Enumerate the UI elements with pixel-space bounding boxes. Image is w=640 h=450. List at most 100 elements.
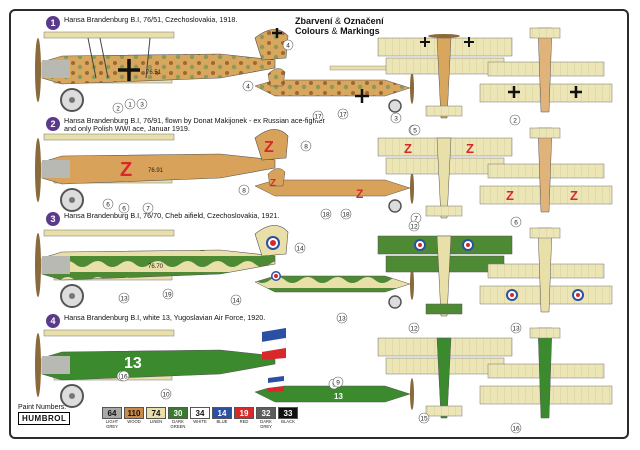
paint-legend: Paint Numbers: HUMBROL: [18, 404, 71, 425]
svg-text:Z: Z: [466, 141, 474, 156]
callout-number: 7: [146, 205, 150, 212]
v4-serial: 13: [124, 355, 142, 372]
svg-text:Z: Z: [270, 178, 276, 189]
paint-swatch-number: 19: [234, 407, 254, 419]
callout-circle: [162, 288, 174, 300]
variant-4-caption: 4 Hansa Brandenburg B.I, white 13, Yugos…: [46, 313, 265, 328]
paint-swatch-number: 14: [212, 407, 232, 419]
title-amp-2: &: [331, 26, 338, 36]
v2-small-profile: Z Z: [254, 168, 414, 213]
variant-1-text: Hansa Brandenburg B.I, 76/51, Czechoslov…: [64, 15, 238, 24]
callout-number: 2: [513, 117, 517, 124]
svg-text:Z: Z: [404, 141, 412, 156]
paint-swatch-number: 30: [168, 407, 188, 419]
callout-circle: [102, 198, 114, 210]
callout-circle: [118, 370, 130, 382]
callout-number: 2: [116, 105, 120, 112]
v3-bottom-view: [479, 227, 613, 313]
paint-swatch-number: 110: [124, 407, 144, 419]
paint-swatch-name: LIGHT GREY: [105, 419, 119, 429]
callout-circle: [230, 294, 242, 306]
callout-circle: [124, 98, 136, 110]
v2-side-profile: Z Z 76.91: [35, 129, 289, 212]
variant-number-badge: 4: [46, 314, 60, 328]
variant-1-caption: 1 Hansa Brandenburg B.I, 76/51, Czechosl…: [46, 15, 238, 30]
callout-number: 3: [140, 101, 144, 108]
callout-circle: [294, 242, 306, 254]
v2-bottom-view: Z Z: [479, 127, 613, 213]
callout-circle: [390, 112, 402, 124]
callout-circle: [332, 376, 344, 388]
callout-circle: [337, 108, 349, 120]
callout-circle: [510, 322, 522, 334]
callout-numbers: 1234417172356788181876561213141419131213…: [102, 39, 522, 434]
callout-number: 6: [106, 201, 110, 208]
v3-serial: 76.70: [148, 264, 164, 270]
variant-3-text: Hansa Brandenburg B.I, 76/70, Cheb aifie…: [64, 211, 280, 220]
callout-number: 7: [414, 215, 418, 222]
v1-bottom-view: [479, 27, 613, 113]
paint-swatch-number: 32: [256, 407, 276, 419]
callout-circle: [312, 110, 324, 122]
callout-number: 15: [420, 415, 428, 422]
callout-circle: [282, 39, 294, 51]
callout-number: 6: [122, 205, 126, 212]
callout-circle: [509, 114, 521, 126]
callout-number: 10: [162, 391, 170, 398]
paint-swatch-number: 74: [146, 407, 166, 419]
variant-number-badge: 1: [46, 16, 60, 30]
v4-small-profile: 13: [254, 376, 414, 410]
callout-number: 4: [246, 83, 250, 90]
svg-text:Z: Z: [570, 188, 578, 203]
callout-circle: [408, 322, 420, 334]
callout-number: 18: [322, 211, 330, 218]
v1-side-profile: 76.51: [35, 28, 289, 112]
callout-circle: [510, 216, 522, 228]
variant-2-text-2: and only Polish WWI ace, Januar 1919.: [64, 124, 190, 134]
v3-top-view: [377, 235, 513, 317]
callout-circle: [118, 292, 130, 304]
v1-small-profile: [254, 65, 414, 113]
callout-circle: [340, 208, 352, 220]
callout-number: 13: [338, 315, 346, 322]
callout-number: 4: [286, 42, 290, 49]
callout-number: 12: [410, 223, 418, 230]
paint-swatch-name: BLUE: [216, 419, 228, 424]
paint-swatch-name: DARK GREEN: [170, 419, 186, 429]
v4-side-profile: 13: [35, 328, 287, 408]
callout-circle: [510, 422, 522, 434]
callout-number: 13: [512, 325, 520, 332]
callout-number: 9: [336, 379, 340, 386]
v1-top-view: [377, 34, 513, 119]
callout-number: 12: [410, 325, 418, 332]
svg-text:Z: Z: [356, 187, 363, 201]
variant-2-caption: 2 Hansa Brandenburg B.I, 76/91, flown by…: [46, 116, 325, 134]
callout-circle: [418, 412, 430, 424]
callout-number: 18: [342, 211, 350, 218]
paint-swatch-name: DARK GREY: [260, 419, 272, 429]
humbrol-logo: HUMBROL: [18, 412, 71, 425]
v2-top-view: Z Z: [377, 137, 513, 219]
v4-top-view: [377, 337, 513, 419]
v4-serial-small: 13: [334, 392, 343, 401]
callout-circle: [409, 124, 421, 136]
callout-number: 6: [514, 219, 518, 226]
paint-swatch-name: WHITE: [193, 419, 207, 424]
callout-circle: [408, 220, 420, 232]
title-en-2: Markings: [340, 26, 380, 36]
v3-side-profile: 76.70: [35, 225, 289, 308]
title-cz-2: Označení: [343, 16, 384, 26]
callout-circle: [118, 202, 130, 214]
v1-serial: 76.51: [146, 70, 162, 76]
v4-bottom-view: [479, 327, 613, 419]
paint-swatch-number: 64: [102, 407, 122, 419]
callout-circle: [320, 208, 332, 220]
